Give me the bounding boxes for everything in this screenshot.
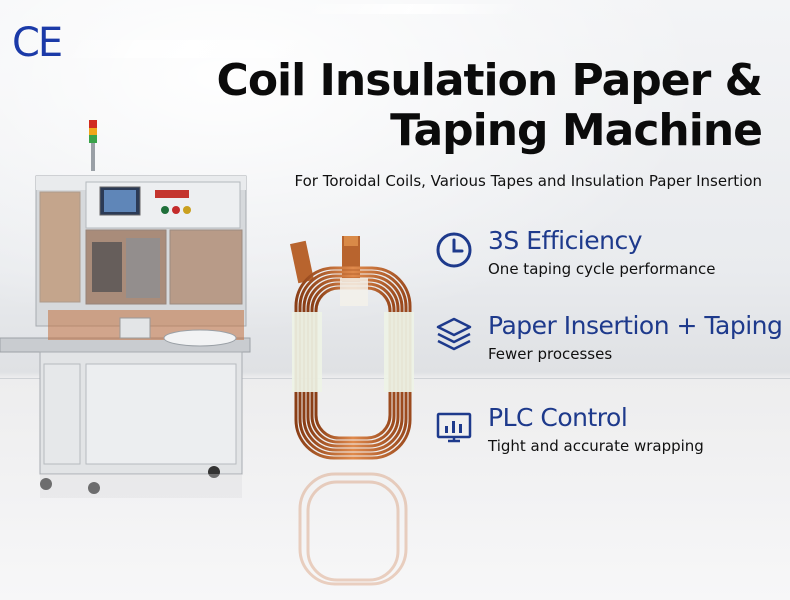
copper-coil-image (290, 236, 414, 586)
feature-title: 3S Efficiency (488, 226, 643, 255)
feature-title: Paper Insertion + Taping (488, 311, 783, 340)
headline-line-2: Taping Machine (390, 105, 763, 156)
taping-machine-image (0, 120, 251, 498)
feature-subtitle: One taping cycle performance (488, 260, 716, 278)
feature-subtitle: Fewer processes (488, 345, 613, 363)
monitor-chart-icon (436, 412, 472, 443)
headline: Coil Insulation Paper & Taping Machine (142, 55, 763, 156)
ce-mark-text: CE (12, 20, 63, 66)
headline-subtitle: For Toroidal Coils, Various Tapes and In… (294, 172, 762, 190)
ce-mark: CE (12, 20, 63, 66)
clock-icon (436, 232, 472, 268)
layers-icon (436, 317, 472, 351)
feature-title: PLC Control (488, 403, 628, 432)
headline-line-1: Coil Insulation Paper & (216, 55, 763, 106)
feature-subtitle: Tight and accurate wrapping (488, 437, 704, 455)
